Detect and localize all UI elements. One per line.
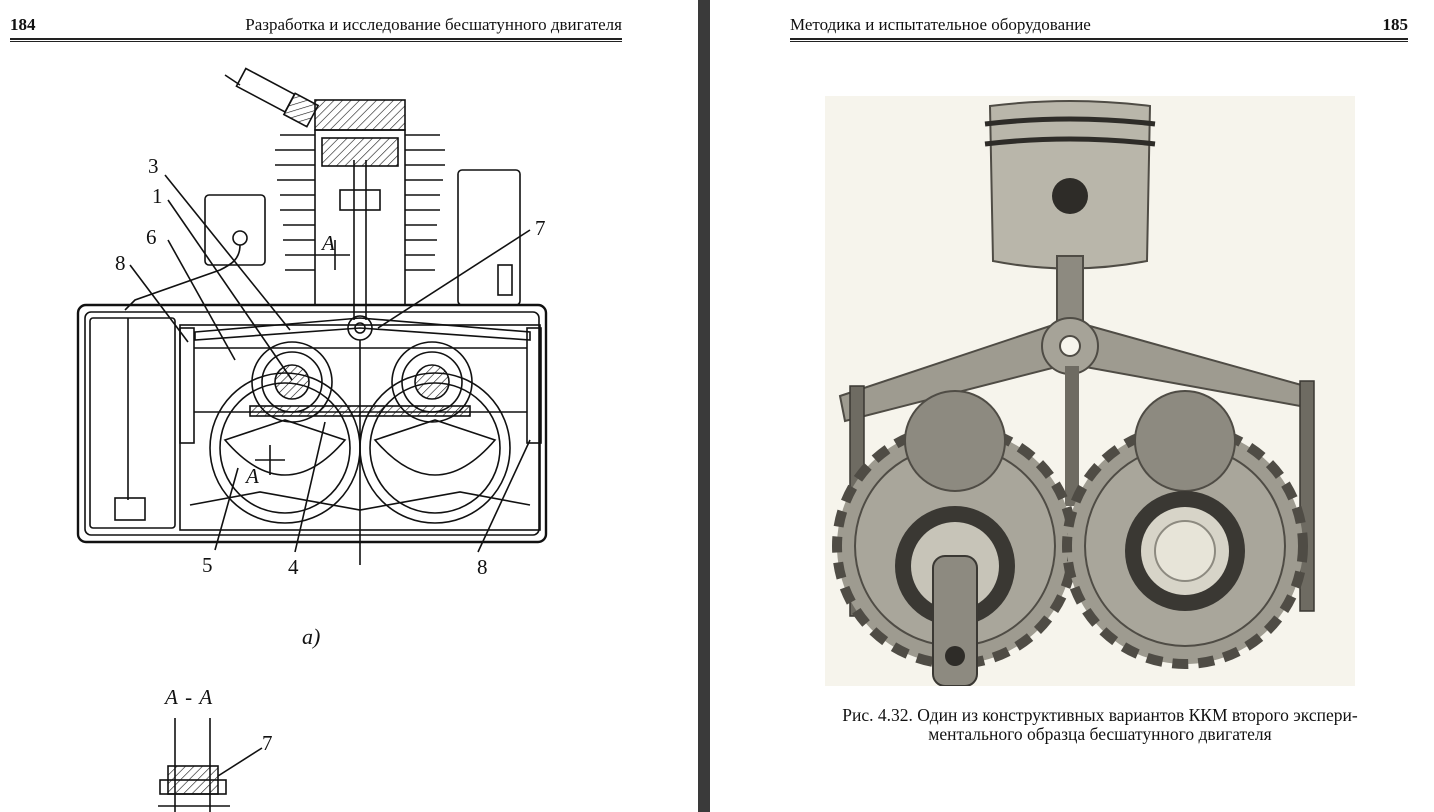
- left-running-title: Разработка и исследование бесшатунного д…: [245, 15, 622, 34]
- left-page-number: 184: [10, 15, 36, 34]
- section-mark-a-top: А: [320, 231, 335, 255]
- callout-5: 5: [202, 553, 213, 577]
- figure-caption: Рис. 4.32. Один из конструктивных вариан…: [790, 706, 1410, 744]
- section-mark-a-bottom: А: [244, 464, 259, 488]
- right-running-title: Методика и испытательное оборудование: [790, 15, 1091, 34]
- callout-8-top: 8: [115, 251, 126, 275]
- callout-8-bottom: 8: [477, 555, 488, 579]
- left-header-rule: [10, 38, 622, 42]
- right-running-head: Методика и испытательное оборудование 18…: [790, 14, 1409, 42]
- right-gear-icon: [1062, 390, 1308, 669]
- callout-7: 7: [535, 216, 546, 240]
- callout-3: 3: [148, 154, 159, 178]
- section-callout-7: 7: [262, 731, 273, 755]
- right-header-rule: [790, 38, 1408, 42]
- callout-4: 4: [288, 555, 299, 579]
- figure-label: а): [302, 624, 321, 649]
- callout-1: 1: [152, 184, 163, 208]
- left-page: 184 Разработка и исследование бесшатунно…: [0, 0, 698, 812]
- callout-6: 6: [146, 225, 157, 249]
- left-gear-icon: [832, 390, 1078, 686]
- caption-line-1: Рис. 4.32. Один из конструктивных вариан…: [842, 705, 1358, 725]
- engine-cross-section-diagram: 3 1 6 8 7 5 4 8 А А: [76, 67, 548, 579]
- spark-plug-icon: [224, 67, 320, 128]
- right-page-number: 185: [1382, 15, 1409, 34]
- section-a-a-detail: 7: [158, 718, 273, 812]
- section-label: А - А: [165, 685, 214, 709]
- left-running-head: 184 Разработка и исследование бесшатунно…: [10, 14, 622, 42]
- page-gutter: [698, 0, 710, 812]
- caption-line-2: ментального образца бесшатунного двигате…: [928, 724, 1272, 744]
- mechanism-photo: [825, 96, 1355, 686]
- right-page: Методика и испытательное оборудование 18…: [710, 0, 1434, 812]
